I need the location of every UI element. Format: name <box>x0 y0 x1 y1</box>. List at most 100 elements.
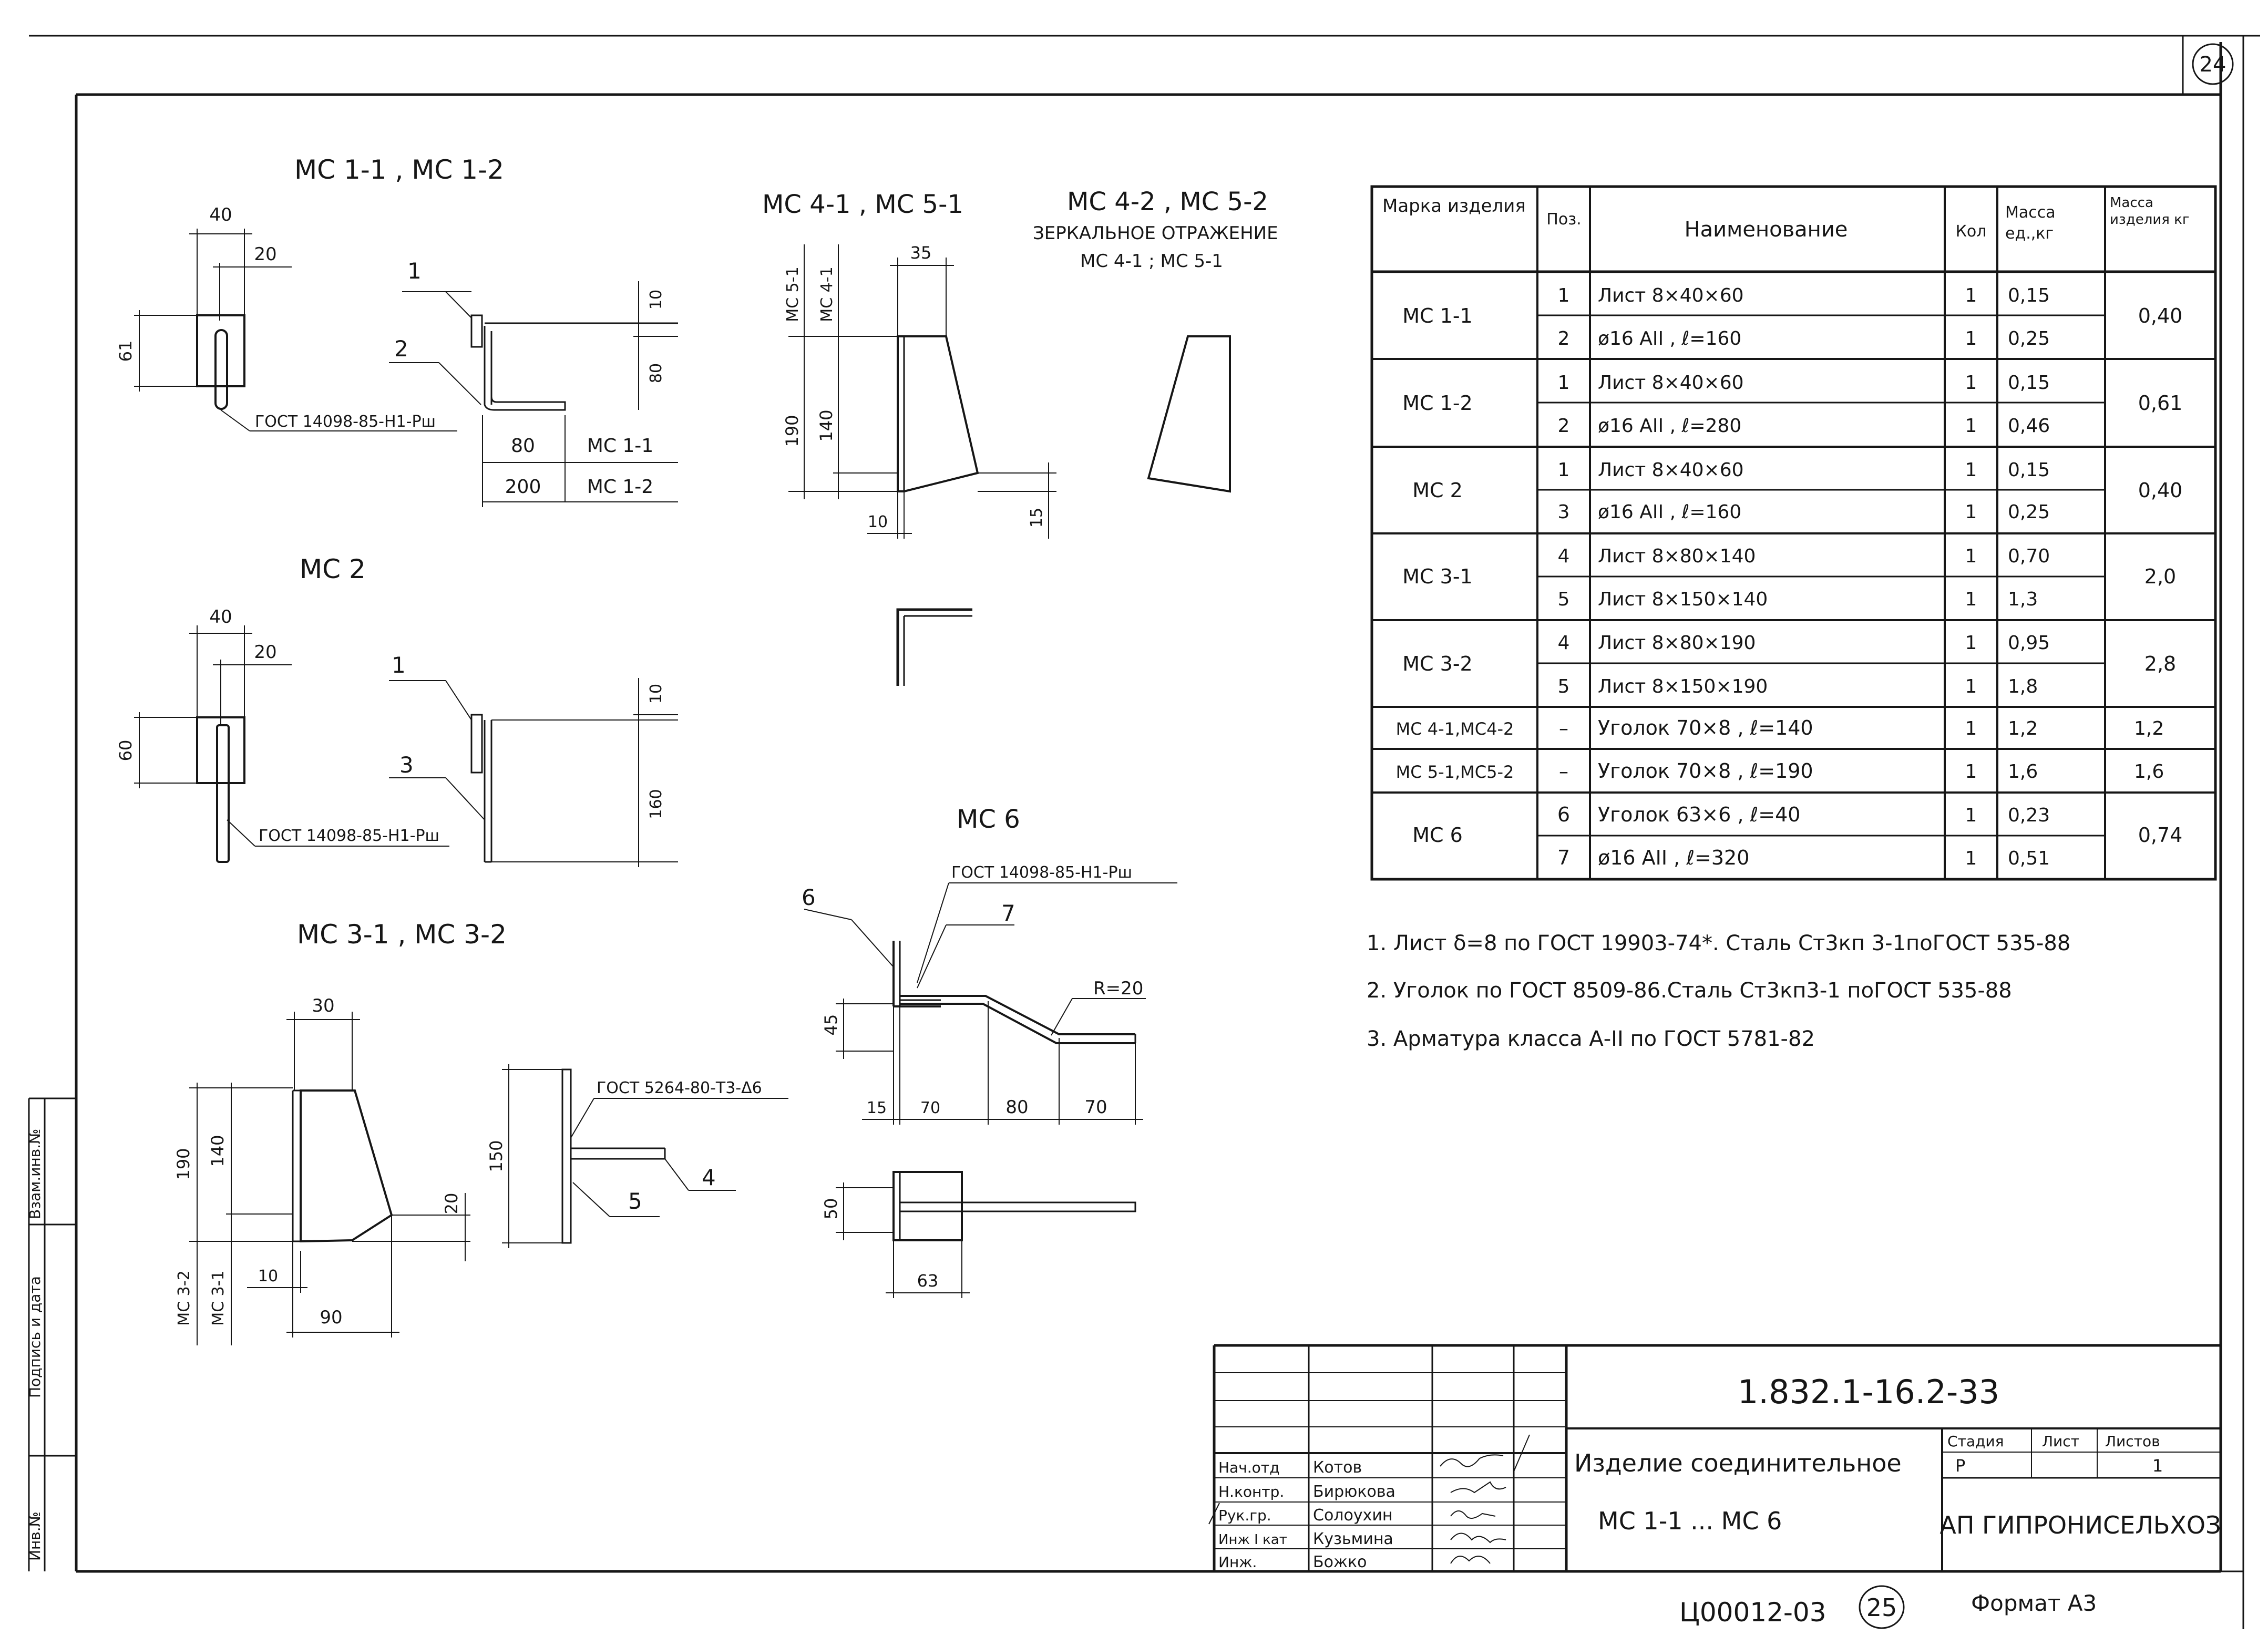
table-row: 1 Лист 8×40×60 1 0,15 <box>1558 285 2050 306</box>
row-unit-mass: 0,15 <box>2008 285 2050 306</box>
mc1-dim-20: 20 <box>254 244 276 265</box>
stage-label: Стадия <box>1947 1433 2004 1450</box>
row-pos: 1 <box>1558 285 1570 306</box>
mc1-dim-40: 40 <box>209 204 232 225</box>
row-qty: 1 <box>1965 718 1977 739</box>
mc1-dim-10: 10 <box>647 290 665 310</box>
role-2: Н.контр. <box>1218 1483 1284 1500</box>
notes: 1. Лист δ=8 по ГОСТ 19903-74*. Сталь Ст3… <box>1367 931 2070 1051</box>
header-qty: Кол <box>1956 222 1987 241</box>
group-mark: МС 5-1,МС5-2 <box>1396 762 1514 782</box>
signatures <box>1208 1434 1530 1564</box>
row-qty: 1 <box>1965 805 1977 826</box>
detail-mc42-title: МС 4-2 , МС 5-2 <box>1067 187 1268 217</box>
name-1: Котов <box>1313 1458 1362 1477</box>
table-row: МС 4-1,МС4-2 – Уголок 70×8 , ℓ=140 1 1,2… <box>1396 716 2164 739</box>
row-name: ø16 АII , ℓ=280 <box>1598 415 1741 437</box>
sheet-label: Лист <box>2042 1433 2079 1450</box>
row-pos: 2 <box>1558 328 1570 349</box>
row-pos: 5 <box>1558 589 1570 610</box>
mc3-dim-30: 30 <box>312 995 334 1016</box>
role-1: Нач.отд <box>1218 1459 1279 1476</box>
row-qty: 1 <box>1965 676 1977 697</box>
row-pos: – <box>1559 718 1568 739</box>
spec-group-mc6: МС 6 0,74 6 Уголок 63×6 , ℓ=40 1 0,23 7 … <box>1412 803 2182 869</box>
mc2-callout-3: 3 <box>399 752 414 778</box>
sheets-label: Листов <box>2105 1433 2160 1450</box>
name-5: Божко <box>1313 1553 1367 1571</box>
row-qty: 1 <box>1965 546 1977 567</box>
spec-group-mc31: МС 3-1 2,0 4 Лист 8×80×140 1 0,70 5 Лист… <box>1402 546 2176 610</box>
mc6-dim-70a: 70 <box>920 1099 940 1117</box>
mc41-dim-35: 35 <box>910 243 932 263</box>
row-unit-mass: 0,15 <box>2008 372 2050 394</box>
mc3-mark-32: МС 3-2 <box>175 1270 193 1325</box>
mc3-callout-4: 4 <box>702 1165 716 1190</box>
row-qty: 1 <box>1965 632 1977 654</box>
group-mass: 0,40 <box>2138 304 2183 327</box>
row-unit-mass: 0,25 <box>2008 328 2050 349</box>
table-row: 3 ø16 АII , ℓ=160 1 0,25 <box>1558 501 2050 523</box>
mc3-dim-90: 90 <box>320 1307 342 1328</box>
table-row: 1 Лист 8×40×60 1 0,15 <box>1558 372 2050 394</box>
note-2: 2. Уголок по ГОСТ 8509-86.Сталь Ст3кп3-1… <box>1367 979 2012 1003</box>
row-qty: 1 <box>1965 501 1977 523</box>
detail-mc6-title: МС 6 <box>957 805 1020 834</box>
mc1-gost: ГОСТ 14098-85-Н1-Рш <box>255 413 436 431</box>
stamp-vzam-label: Взам.инв.№ <box>26 1129 44 1219</box>
spec-group-mc5: МС 5-1,МС5-2 – Уголок 70×8 , ℓ=190 1 1,6… <box>1396 759 2164 783</box>
mc3-dim-190: 190 <box>173 1148 193 1180</box>
mc41-mark-41: МС 4-1 <box>818 266 836 322</box>
mc41-mark-51: МС 5-1 <box>784 266 802 322</box>
name-2: Бирюкова <box>1313 1483 1395 1501</box>
mc6-dim-15: 15 <box>867 1099 887 1117</box>
mc3-gost: ГОСТ 5264-80-Т3-Δ6 <box>597 1079 762 1097</box>
table-row: 2 ø16 АII , ℓ=280 1 0,46 <box>1558 415 2050 437</box>
mc1-row1-len: 80 <box>511 435 535 457</box>
header-mark: Марка изделия <box>1382 196 1526 217</box>
mc2-callout-1: 1 <box>392 652 406 678</box>
group-mass: 1,6 <box>2134 761 2164 783</box>
group-mark: МС 6 <box>1412 824 1463 847</box>
mc1-dim-61: 61 <box>116 341 136 362</box>
row-name: ø16 АII , ℓ=320 <box>1598 846 1749 869</box>
mc6-callout-7: 7 <box>1001 900 1015 926</box>
mc41-dim-15: 15 <box>1028 508 1046 528</box>
group-mark: МС 3-1 <box>1402 565 1472 588</box>
row-name: Лист 8×40×60 <box>1598 285 1744 306</box>
row-qty: 1 <box>1965 285 1977 306</box>
mc3-dim-140: 140 <box>208 1135 228 1167</box>
side-stamp: Взам.инв.№ Подпись и дата Инв.№ <box>26 1097 76 1571</box>
group-mass: 1,2 <box>2134 718 2164 739</box>
group-mark: МС 4-1,МС4-2 <box>1396 719 1514 739</box>
role-4: Инж I кат <box>1218 1532 1287 1548</box>
stage-value: Р <box>1955 1456 1965 1476</box>
detail-mc42: МС 4-2 , МС 5-2 ЗЕРКАЛЬНОЕ ОТРАЖЕНИЕ МС … <box>1033 187 1278 493</box>
mc3-dim-150: 150 <box>486 1140 506 1172</box>
mc2-dim-160: 160 <box>647 789 665 819</box>
table-row: 7 ø16 АII , ℓ=320 1 0,51 <box>1557 846 2050 869</box>
header-mass-unit: Масса ед.,кг <box>2005 203 2056 243</box>
mc3-callout-5: 5 <box>628 1188 642 1214</box>
corner-sheet-number: 24 <box>2192 43 2234 85</box>
mc1-callout-1: 1 <box>407 258 422 284</box>
role-3: Рук.гр. <box>1218 1507 1271 1524</box>
table-row: МС 5-1,МС5-2 – Уголок 70×8 , ℓ=190 1 1,6… <box>1396 759 2164 783</box>
row-pos: 5 <box>1558 676 1570 697</box>
row-name: Лист 8×40×60 <box>1598 372 1744 394</box>
spec-group-mc12: МС 1-2 0,61 1 Лист 8×40×60 1 0,15 2 ø16 … <box>1402 372 2182 437</box>
detail-mc2: МС 2 40 20 60 ГОСТ 14098-85-Н1-Рш 1 3 10… <box>116 554 678 867</box>
row-name: Уголок 70×8 , ℓ=140 <box>1598 716 1813 739</box>
mc1-row1-mark: МС 1-1 <box>587 435 653 457</box>
stamp-podpis-label: Подпись и дата <box>26 1276 44 1398</box>
table-row: 2 ø16 АII , ℓ=160 1 0,25 <box>1558 328 2050 349</box>
row-unit-mass: 0,51 <box>2008 848 2050 869</box>
row-pos: 7 <box>1557 846 1570 869</box>
sheets-value: 1 <box>2152 1456 2163 1476</box>
bottom-circle-number: 25 <box>1866 1593 1897 1622</box>
row-unit-mass: 0,95 <box>2008 632 2050 654</box>
row-unit-mass: 0,70 <box>2008 546 2050 567</box>
note-3: 3. Арматура класса А-II по ГОСТ 5781-82 <box>1367 1027 1815 1051</box>
spec-group-mc4: МС 4-1,МС4-2 – Уголок 70×8 , ℓ=140 1 1,2… <box>1396 716 2164 739</box>
item-range: МС 1-1 ... МС 6 <box>1598 1507 1782 1535</box>
